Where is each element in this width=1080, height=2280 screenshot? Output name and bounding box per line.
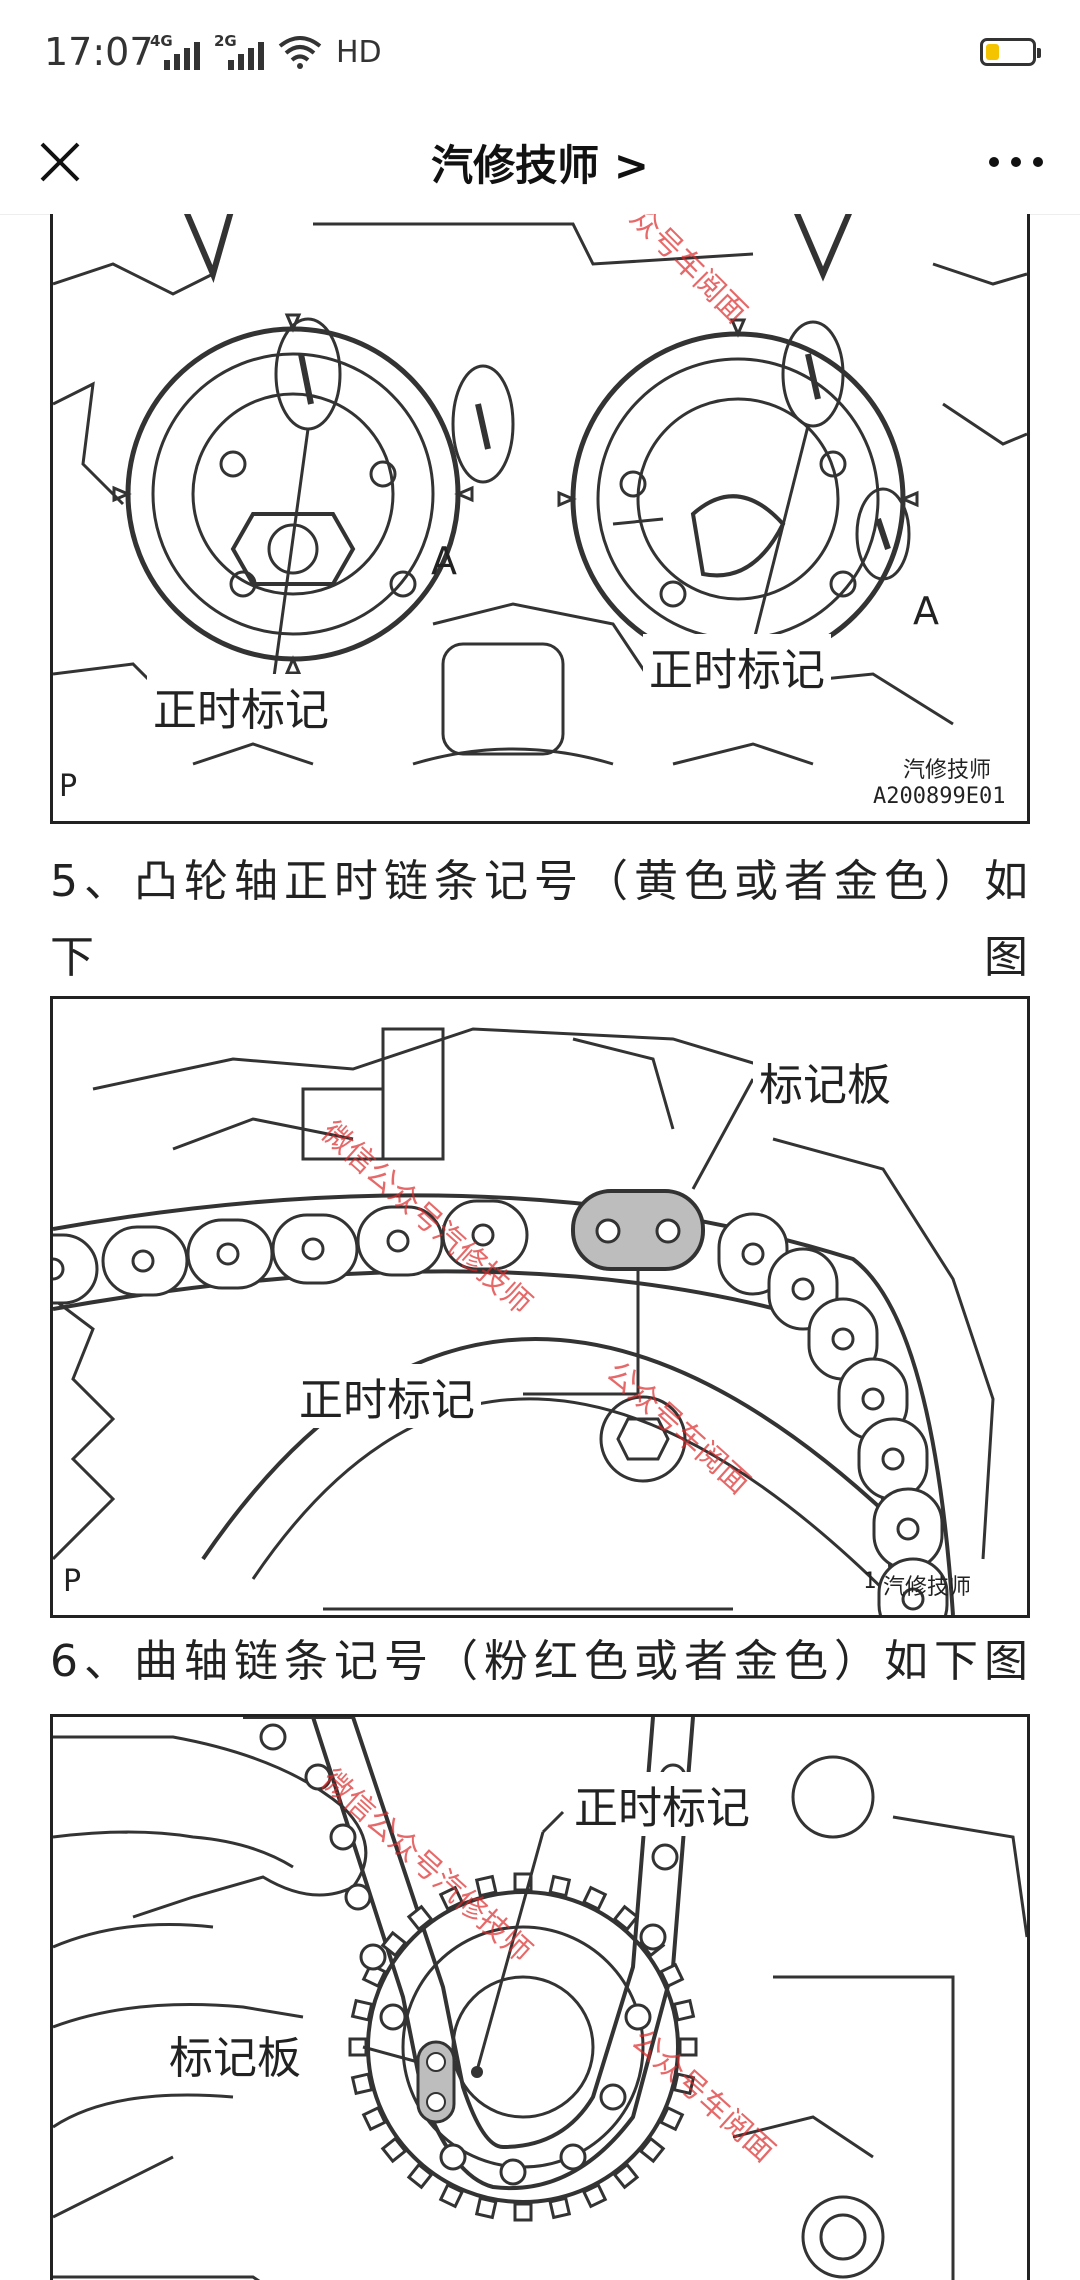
status-icons: 4G 2G HD bbox=[150, 28, 382, 76]
status-time: 17:07 bbox=[44, 30, 154, 74]
sprocket-tooth bbox=[406, 2162, 434, 2190]
marking-plate-label: 标记板 bbox=[753, 1049, 897, 1113]
hd-indicator: HD bbox=[336, 34, 382, 70]
chain-link-pin bbox=[386, 1229, 410, 1253]
logo-watermark: 汽修技师 bbox=[883, 1575, 972, 1600]
chain-link-pin bbox=[901, 1587, 925, 1611]
figure-code: 1 bbox=[863, 1569, 877, 1594]
chain-link-pin bbox=[53, 1257, 65, 1281]
figure3-top-rule bbox=[50, 1714, 1030, 1717]
sprocket-tooth bbox=[513, 2202, 533, 2222]
timing-mark-label-left: 正时标记 bbox=[147, 674, 335, 738]
step6-text: 6、曲轴链条记号（粉红色或者金色）如下图 bbox=[50, 1636, 1030, 1687]
chain-link-pin bbox=[216, 1242, 240, 1266]
chain-link-pin bbox=[471, 1223, 495, 1247]
sprocket-tooth bbox=[581, 1885, 608, 1912]
sprocket-tooth bbox=[612, 2162, 640, 2190]
camshaft-chain-diagram bbox=[53, 1027, 995, 1615]
chain-link bbox=[877, 1557, 949, 1615]
sprocket-tooth bbox=[581, 2182, 608, 2209]
chain-link-pin bbox=[831, 1327, 855, 1351]
chain-link-pin bbox=[359, 1943, 387, 1971]
chain-link-pin bbox=[599, 2083, 627, 2111]
sprocket-tooth bbox=[678, 2037, 698, 2057]
logo-watermark: 汽修技师 bbox=[903, 758, 992, 783]
chain-link-pin bbox=[304, 1763, 332, 1791]
battery-icon bbox=[980, 38, 1041, 66]
chain-link-pin bbox=[861, 1387, 885, 1411]
chain-link-pin bbox=[881, 1447, 905, 1471]
sprocket-tooth bbox=[438, 2182, 465, 2209]
figure-crankshaft-chain: 正时标记 标记板 微信公众号汽修技师 公众号车阅面 bbox=[50, 1717, 1030, 2280]
status-bar: 17:07 4G 2G HD bbox=[0, 0, 1080, 110]
timing-mark-label: 正时标记 bbox=[568, 1772, 756, 1836]
sprocket-tooth bbox=[380, 1930, 408, 1958]
sprocket-tooth bbox=[361, 2105, 388, 2132]
mark-a-left: A bbox=[431, 539, 457, 583]
sprocket-tooth bbox=[474, 1874, 498, 1898]
sprocket-tooth bbox=[548, 1874, 572, 1898]
figure-camshaft-sprockets: 正时标记 正时标记 A A P A200899E01 汽修技师 众号车阅面 bbox=[50, 214, 1030, 824]
chain-link-pin bbox=[896, 1517, 920, 1541]
sprocket-tooth bbox=[658, 1962, 685, 1989]
more-options-icon[interactable] bbox=[984, 132, 1048, 192]
crankshaft-chain-diagram bbox=[53, 1717, 1027, 2280]
signal-2g-icon: 2G bbox=[214, 32, 264, 72]
chain-link-pin bbox=[791, 1277, 815, 1301]
sprocket-tooth bbox=[474, 2196, 498, 2220]
chain-link bbox=[53, 1233, 99, 1305]
marking-plate-label: 标记板 bbox=[163, 2022, 307, 2086]
chain-link-pin bbox=[379, 2003, 407, 2031]
chain-link-pin bbox=[624, 2003, 652, 2031]
chain-link-pin bbox=[559, 2143, 587, 2171]
timing-mark-label-right: 正时标记 bbox=[643, 634, 831, 698]
close-icon[interactable] bbox=[30, 132, 90, 192]
step5-line1: 5、凸轮轴正时链条记号（黄色或者金色）如 bbox=[50, 856, 1030, 907]
chain-link-pin bbox=[344, 1883, 372, 1911]
corner-letter-p: P bbox=[59, 769, 78, 804]
chain-link-pin bbox=[329, 1823, 357, 1851]
chain-link-pin bbox=[259, 1723, 287, 1751]
account-title-link[interactable]: 汽修技师 > bbox=[431, 141, 649, 190]
figure-code: A200899E01 bbox=[873, 784, 1006, 809]
sprocket-tooth bbox=[350, 2072, 374, 2096]
sprocket-tooth bbox=[438, 1885, 465, 1912]
sprocket-tooth bbox=[380, 2136, 408, 2164]
sprocket-tooth bbox=[612, 1904, 640, 1932]
sprocket-tooth bbox=[638, 2136, 666, 2164]
chain-link-pin bbox=[499, 2158, 527, 2186]
signal-4g-icon: 4G bbox=[150, 32, 200, 72]
step5-line2: 下 图 bbox=[50, 932, 1030, 983]
sprocket-tooth bbox=[548, 2196, 572, 2220]
chain-link-pin bbox=[639, 1923, 667, 1951]
step5-text: 5、凸轮轴正时链条记号（黄色或者金色）如 下 图 bbox=[50, 844, 1030, 996]
chain-link-pin bbox=[131, 1249, 155, 1273]
timing-mark-label: 正时标记 bbox=[293, 1364, 481, 1428]
battery-level bbox=[986, 44, 999, 60]
chain-link-pin bbox=[301, 1237, 325, 1261]
chain-link-pin bbox=[741, 1242, 765, 1266]
sprocket-tooth bbox=[406, 1904, 434, 1932]
chain-link-pin bbox=[439, 2143, 467, 2171]
article-content[interactable]: 正时标记 正时标记 A A P A200899E01 汽修技师 众号车阅面 5、… bbox=[0, 214, 1080, 2280]
chain-link-pin bbox=[651, 1843, 679, 1871]
sprocket-tooth bbox=[672, 2072, 696, 2096]
sprocket-tooth bbox=[672, 1998, 696, 2022]
sprocket-tooth bbox=[350, 1998, 374, 2022]
camshaft-diagram bbox=[53, 214, 1027, 766]
corner-letter-p: P bbox=[63, 1564, 82, 1599]
nav-bar: 汽修技师 > bbox=[0, 110, 1080, 215]
mark-a-right: A bbox=[913, 589, 939, 633]
sprocket-tooth bbox=[658, 2105, 685, 2132]
figure-camshaft-chain: 标记板 正时标记 P 汽修技师 1 微信公众号汽修技师 公众号车阅面 bbox=[50, 996, 1030, 1618]
wifi-icon bbox=[278, 36, 322, 69]
